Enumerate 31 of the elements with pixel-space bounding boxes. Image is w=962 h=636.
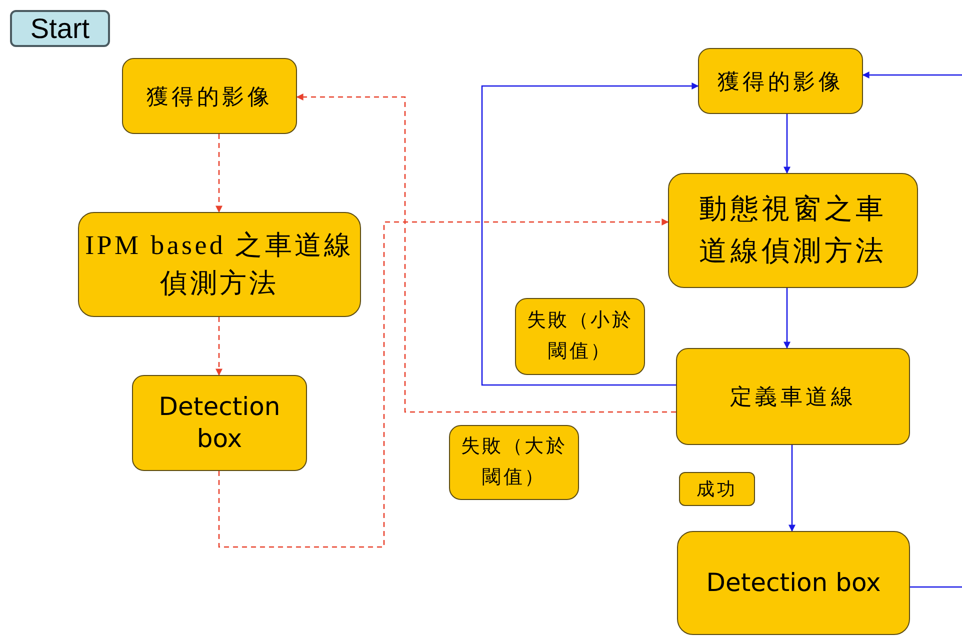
step-label: IPM based 之車道線偵測方法 — [84, 228, 355, 300]
arrow — [788, 445, 796, 532]
arrow — [862, 72, 962, 78]
process-box — [122, 58, 297, 134]
process-box — [698, 48, 863, 114]
start-box — [10, 10, 110, 47]
step-label: Detection box — [158, 390, 282, 455]
condition-box — [515, 298, 645, 375]
condition-box — [679, 472, 755, 506]
process-box — [677, 531, 910, 635]
step-label: 失敗（大於閾值） — [460, 435, 568, 490]
process-box — [132, 375, 307, 471]
step-label: 動態視窗之車道線偵測方法 — [698, 192, 888, 268]
arrow — [296, 94, 676, 413]
step-label: Detection box — [706, 566, 881, 599]
step-label: 定義車道線 — [730, 383, 856, 411]
step-label: 獲得的影像 — [146, 82, 273, 110]
step-label: 獲得的影像 — [717, 68, 844, 96]
condition-box — [449, 425, 579, 500]
step-label: 失敗（小於閾值） — [526, 309, 634, 364]
arrow — [216, 317, 222, 376]
arrow — [784, 288, 790, 349]
arrow — [481, 82, 699, 386]
arrow — [784, 114, 790, 174]
step-label: Start — [30, 12, 90, 46]
process-box — [78, 212, 361, 317]
process-box — [668, 173, 918, 288]
process-box — [676, 348, 910, 445]
arrow — [218, 218, 669, 548]
arrow — [216, 134, 222, 213]
step-label: 成功 — [696, 478, 738, 500]
